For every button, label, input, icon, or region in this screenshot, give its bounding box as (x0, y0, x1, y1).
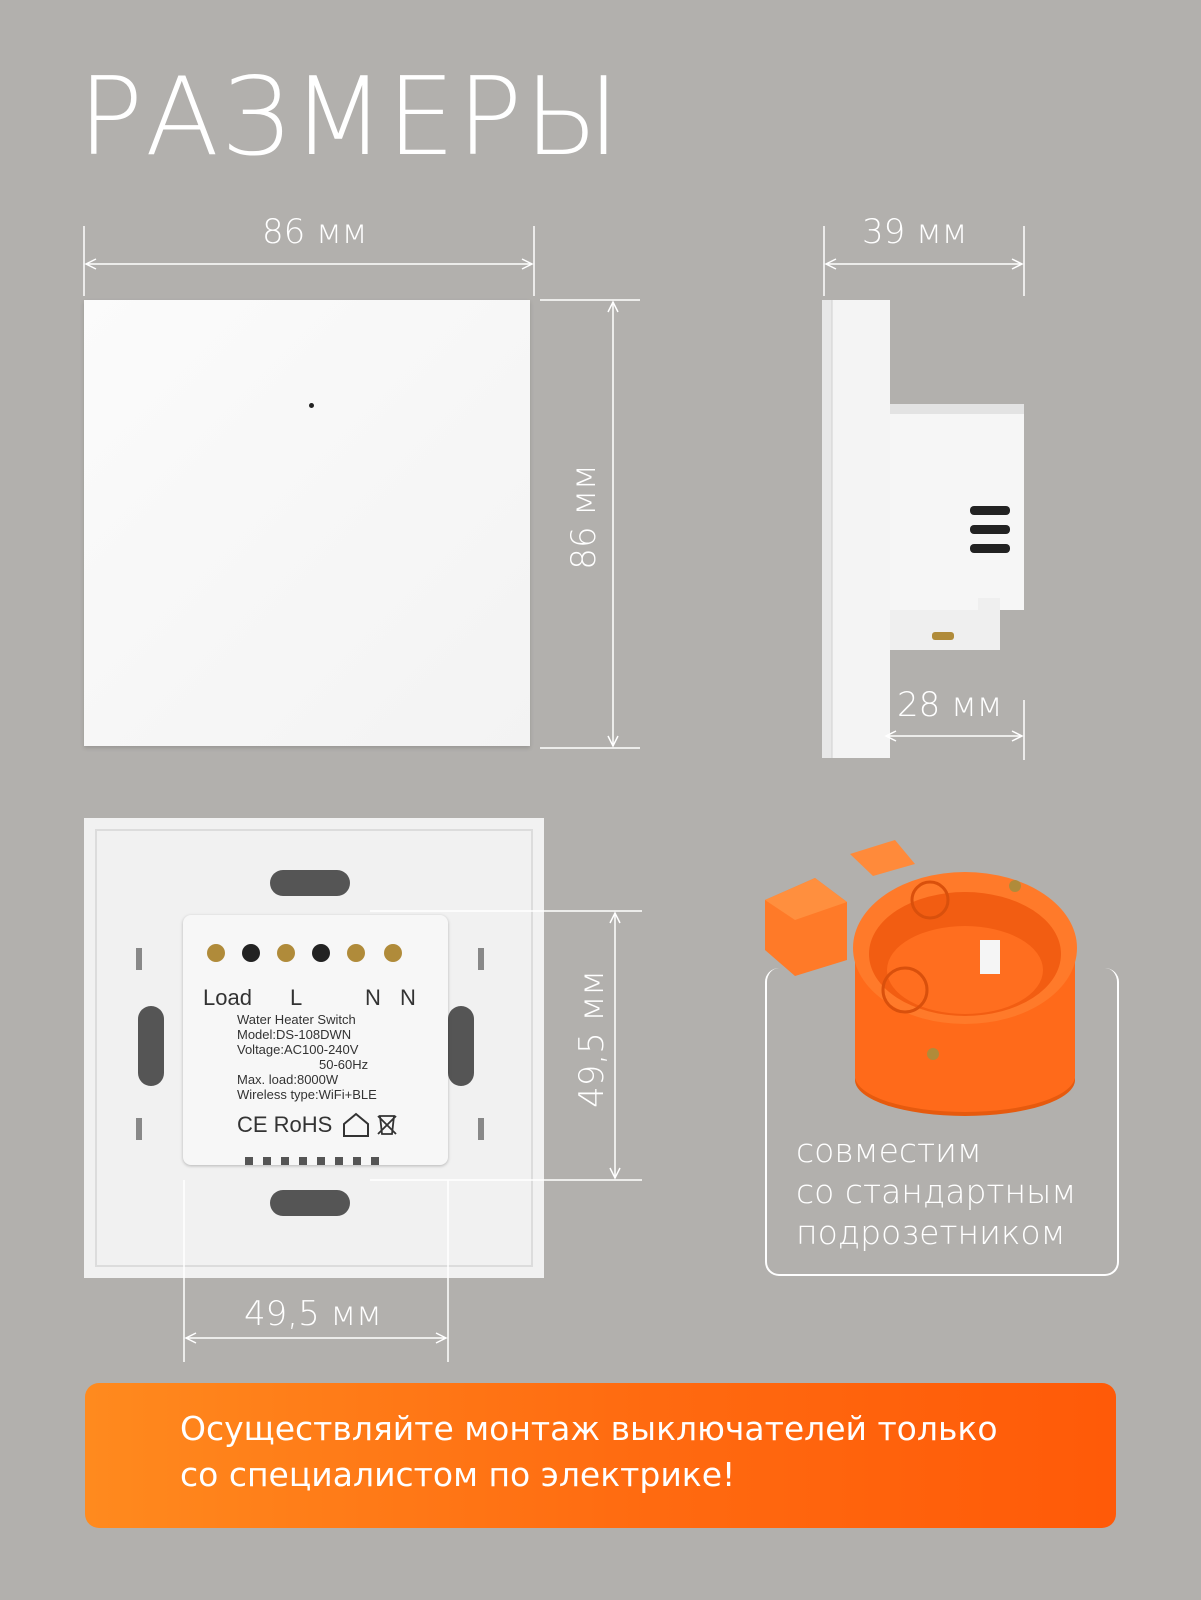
terminal-label-l: L (290, 985, 303, 1010)
module-spec-line-5: Max. load:8000W (237, 1072, 339, 1087)
front-width-dimension-line (83, 226, 535, 296)
module-height-label: 49,5 мм (572, 970, 612, 1108)
side-depth-dimension-line (823, 226, 1025, 296)
module-height-dimension-line (370, 910, 642, 1181)
module-spec-line-4: 50-60Hz (319, 1057, 369, 1072)
module-spec-line-3: Voltage:AC100-240V (237, 1042, 359, 1057)
warning-line-1: Осуществляйте монтаж выключателей только (180, 1409, 998, 1448)
certification-icons (343, 1112, 397, 1137)
switch-side-view (822, 300, 1024, 758)
compatibility-line-3: подрозетником (796, 1213, 1066, 1252)
front-height-dimension-line (540, 299, 640, 749)
terminal-label-n1: N (365, 985, 381, 1010)
back-panel-features (95, 829, 533, 1267)
module-width-dimension-line (183, 1180, 449, 1362)
compatibility-line-1: совместим (796, 1131, 982, 1170)
certification-marks: CE RoHS (237, 1112, 333, 1137)
warning-line-2: со специалистом по электрике! (180, 1455, 736, 1494)
side-depth-label: 39 мм (862, 212, 968, 252)
compatibility-note: совместим со стандартным подрозетником (796, 1130, 1076, 1253)
page-title: РАЗМЕРЫ (78, 55, 622, 180)
indicator-led (309, 403, 314, 408)
junction-box-illustration (765, 840, 1077, 1116)
module-spec-line-2: Model:DS-108DWN (237, 1027, 352, 1042)
terminal-row (207, 944, 402, 962)
module-spec-line-6: Wireless type:WiFi+BLE (237, 1087, 377, 1102)
terminal-label-load: Load (203, 985, 252, 1010)
module-width-label: 49,5 мм (244, 1294, 382, 1334)
front-height-label: 86 мм (564, 464, 604, 570)
module-spec-line-1: Water Heater Switch (237, 1012, 356, 1027)
switch-front-panel (84, 300, 530, 746)
compatibility-frame (765, 968, 1119, 1276)
side-module-label: 28 мм (897, 685, 1003, 725)
warning-banner-text: Осуществляйте монтаж выключателей только… (180, 1406, 998, 1498)
terminal-label-n2: N (400, 985, 416, 1010)
module-vents (245, 1157, 379, 1165)
compatibility-line-2: со стандартным (796, 1172, 1077, 1211)
warning-banner (85, 1383, 1116, 1528)
front-width-label: 86 мм (262, 212, 368, 252)
side-module-dimension-line (884, 700, 1025, 760)
